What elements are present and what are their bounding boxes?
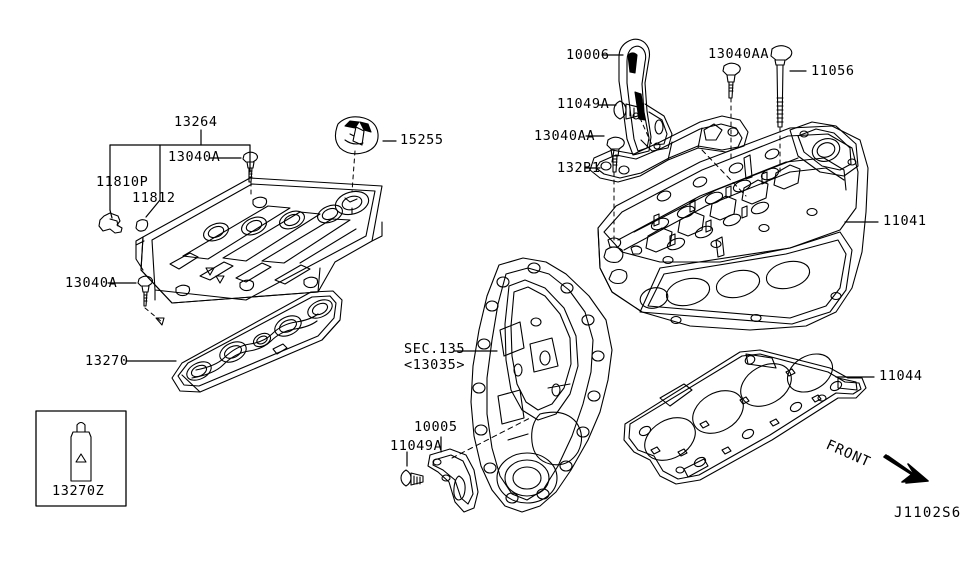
callout-label-11049A-bracket: 11049A [557,96,610,112]
part-13040A-bolt-upper [242,151,259,183]
leader-11810P [109,209,113,219]
callout-label-13040AA-lower: 13040AA [534,128,596,144]
callout-label-11812: 11812 [132,190,176,206]
part-11810P-pcv-valve [98,212,123,234]
part-11044-cylinder-head-gasket [623,349,867,485]
part-13040A-bolt-lower [137,275,154,307]
callout-label-15255: 15255 [400,132,444,148]
front-direction-arrow [883,454,929,484]
part-10006-engine-lift-bracket [618,38,673,156]
part-13040AA-bolt-lower [606,136,625,173]
part-13040AA-bolt-upper [722,62,741,99]
assembly-line-10005 [451,417,531,459]
section-label-line1: SEC.135 [404,341,466,357]
part-132B1-hanger-bracket [589,115,749,183]
diagram-reference-number: J1102S6 [894,505,962,521]
part-11049A-bolt-rear [400,469,424,487]
inset-box-13270Z [35,410,127,507]
callout-label-11049A-rear: 11049A [390,438,443,454]
leader-11812 [145,199,161,218]
callout-label-11056: 11056 [811,63,855,79]
part-13264-rocker-cover [135,177,383,304]
assembly-line-15255 [351,150,356,193]
part-13270-rocker-cover-gasket [171,290,343,393]
part-11056-cylinder-head-bolt [770,45,793,128]
callout-label-13264: 13264 [174,114,218,130]
part-10005-engine-hanger-rear [427,448,479,513]
callout-label-13270: 13270 [85,353,129,369]
inset-label-13270Z: 13270Z [52,483,105,499]
callout-label-132B1: 132B1 [557,160,601,176]
section-label-line2: <13035> [404,357,466,373]
callout-label-13040A-lower: 13040A [65,275,118,291]
callout-label-11810P: 11810P [96,174,149,190]
callout-label-13040A-upper: 13040A [168,149,221,165]
part-11049A-bolt-bracket [613,100,643,120]
part-15255-oil-filler-cap [334,116,379,155]
callout-label-11041: 11041 [883,213,927,229]
part-11812-grommet [135,219,149,232]
callout-label-10006: 10006 [566,47,610,63]
callout-label-13040AA-upper: 13040AA [708,46,770,62]
part-13035-timing-chain-cover [470,257,613,513]
callout-label-10005: 10005 [414,419,458,435]
leader-13264 [109,129,251,211]
part-13270Z-sealant-tube [70,421,92,482]
callout-label-11044: 11044 [879,368,923,384]
part-11041-cylinder-head [597,121,869,331]
